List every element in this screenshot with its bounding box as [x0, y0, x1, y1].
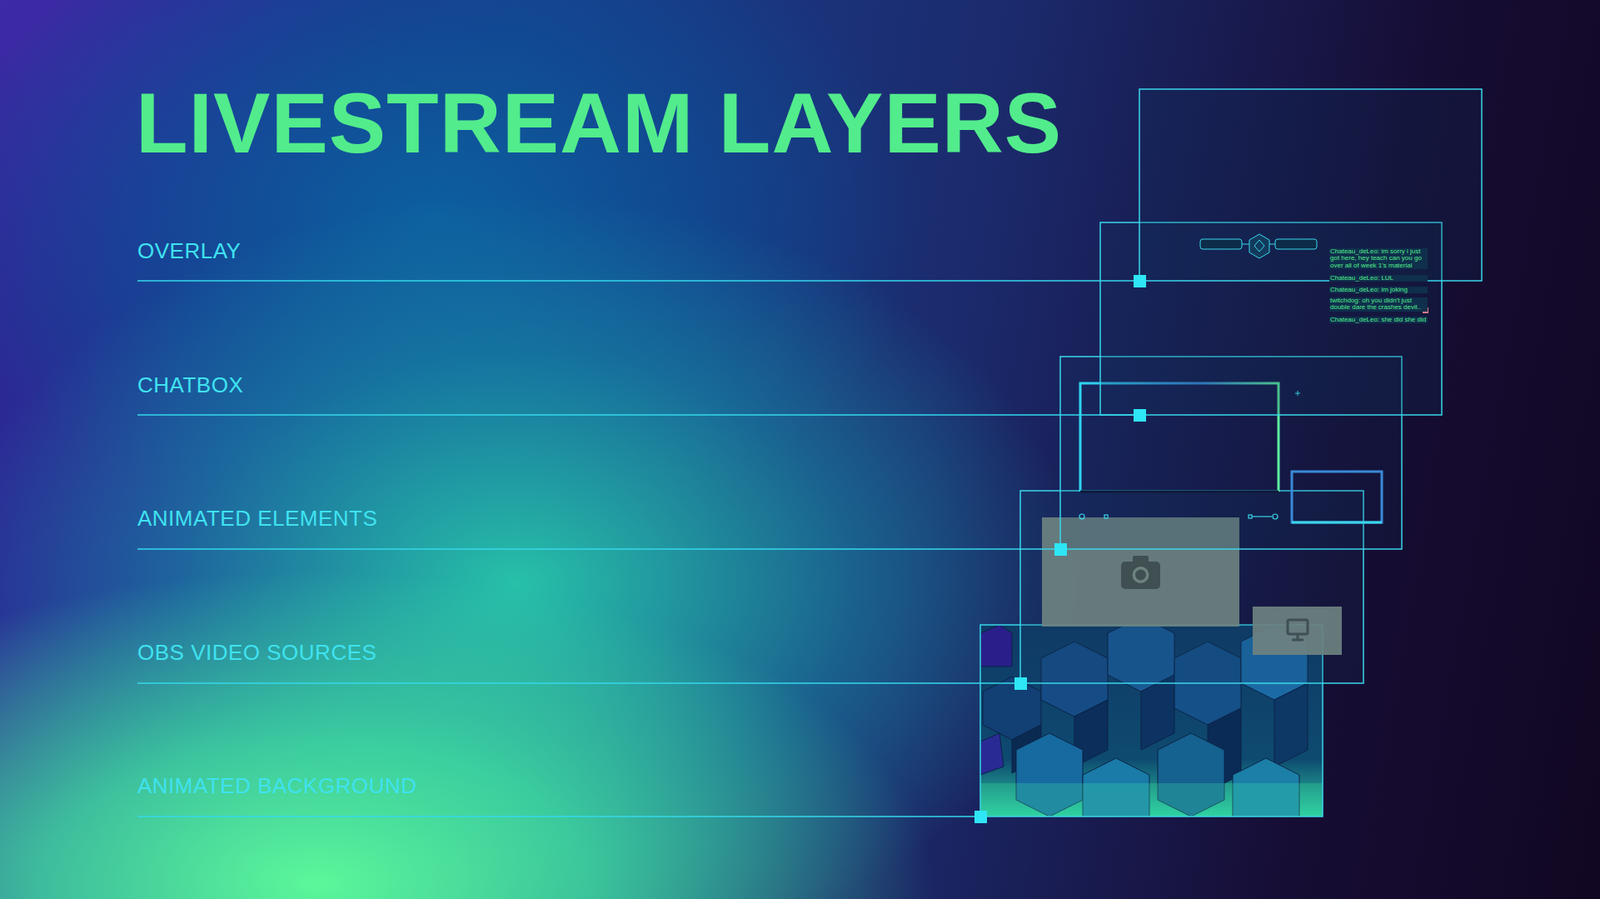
background-glow — [980, 782, 1323, 817]
overlay-widget — [1200, 234, 1317, 259]
chat-message: Chateau_deLeo: LUL — [1329, 274, 1428, 282]
layer-label: OBS VIDEO SOURCES — [137, 641, 377, 663]
layer-dots — [974, 274, 1147, 823]
animated-small-frame — [1291, 471, 1382, 523]
layer-label: OVERLAY — [137, 239, 241, 262]
layer-label: ANIMATED ELEMENTS — [137, 507, 378, 529]
leader-lines — [137, 280, 1140, 817]
chat-message: twitchdog: oh you didn't just double dar… — [1329, 297, 1428, 312]
layer-label: CHATBOX — [137, 373, 244, 396]
overlay-panel — [1139, 89, 1482, 281]
animated-small-frame-base — [1291, 521, 1382, 524]
screen-source — [1252, 606, 1342, 655]
chat-message: Chateau_deLeo: im joking — [1329, 286, 1428, 294]
animated-frame-base — [1080, 490, 1279, 494]
layer-label: ANIMATED BACKGROUND — [137, 774, 418, 797]
monitor-icon — [1287, 619, 1308, 640]
chat-message: Chateau_deLeo: im sorry i just got here,… — [1329, 248, 1428, 270]
diagram-title: LIVESTREAM LAYERS — [135, 80, 1062, 166]
camera-icon — [1121, 555, 1161, 589]
chat-message: Chateau_deLeo: she did she did — [1329, 316, 1428, 324]
